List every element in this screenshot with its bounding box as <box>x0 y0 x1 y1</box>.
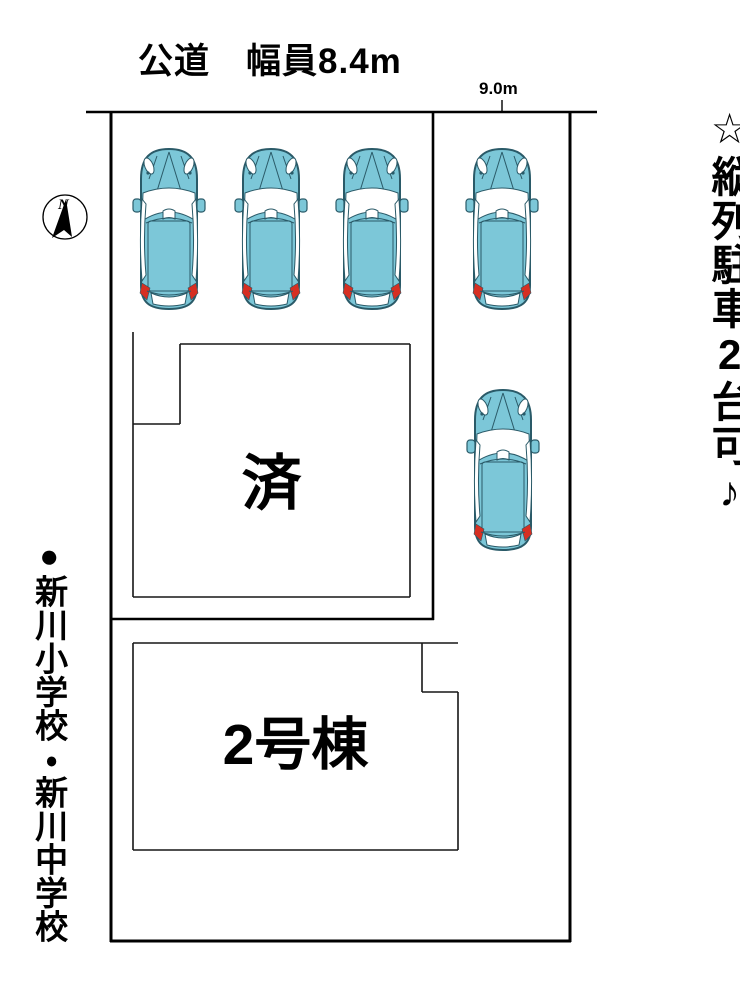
compass: N <box>42 194 88 240</box>
compass-needle-icon <box>52 199 72 238</box>
sold-building-label: 済 <box>241 450 302 517</box>
building-sold-outline <box>132 332 411 598</box>
building-2-outline <box>132 642 459 851</box>
car-1 <box>132 148 206 310</box>
right-notes: ☆名鉄 丸の内駅 徒歩10分 ☆縦列駐車2台可♪ <box>618 104 740 804</box>
car-4 <box>465 148 539 310</box>
car-3 <box>335 148 409 310</box>
car-2 <box>234 148 308 310</box>
schools-note: ●新川小学校・新川中学校 <box>30 537 68 943</box>
north-label: N <box>57 197 70 213</box>
parking-note: ☆縦列駐車2台可♪ <box>706 104 740 517</box>
road-label: 公道 幅員8.4m <box>138 42 402 81</box>
car-5 <box>466 389 540 551</box>
frontage-dimension-label: 9.0m <box>479 79 518 98</box>
building-2-label: 2号棟 <box>222 713 369 777</box>
